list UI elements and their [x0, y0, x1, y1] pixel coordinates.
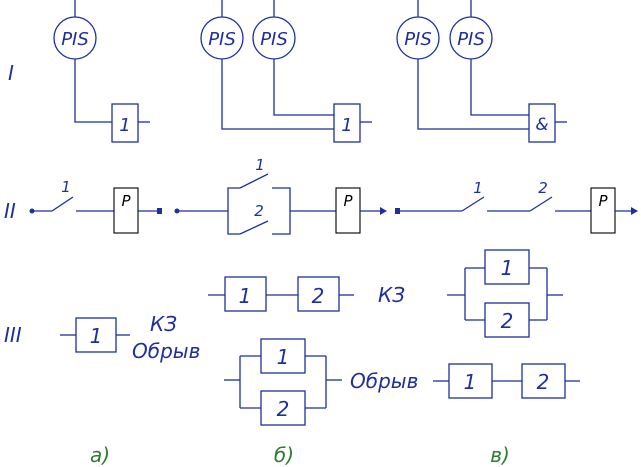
row3-col-a: 1 КЗ Обрыв	[60, 312, 200, 363]
relay-a	[113, 187, 139, 234]
switch-contact-2	[529, 196, 553, 212]
element-b-parallel-2	[260, 390, 306, 426]
column-label-b: б)	[274, 443, 294, 467]
and-gate-label: &	[535, 115, 548, 135]
switch-label: 2	[538, 179, 548, 197]
relay-c	[590, 187, 616, 234]
element-label: 1	[277, 345, 290, 369]
row2-col-a: 1 P	[29, 178, 162, 234]
row-label-2: II	[4, 199, 16, 223]
row-label-1: I	[8, 61, 14, 85]
or-gate-a	[111, 103, 139, 143]
sensor-label: PIS	[208, 29, 236, 50]
switch-label: 1	[61, 178, 71, 196]
element-c-series-1	[448, 363, 493, 399]
switch-contact-2	[239, 220, 269, 235]
element-label: 1	[464, 370, 477, 394]
element-b-series-2	[297, 276, 340, 312]
failure-short-label: КЗ	[150, 312, 177, 336]
switch-contact-1	[239, 173, 269, 189]
row2-col-b: 1 2 P	[174, 156, 387, 235]
or-gate-b	[333, 103, 361, 143]
column-label-a: а)	[90, 443, 110, 467]
failure-break-label: Обрыв	[132, 339, 200, 363]
failure-break-label: Обрыв	[350, 369, 418, 393]
switch-label: 2	[254, 202, 264, 220]
relay-label: P	[598, 192, 608, 210]
row1-col-a: PIS 1	[53, 0, 150, 143]
row3-col-b-series: 1 2	[208, 276, 354, 312]
column-label-c: в)	[490, 443, 510, 467]
sensor-label: PIS	[61, 29, 89, 50]
row3-col-b-parallel: 1 2	[224, 338, 342, 426]
row2-col-c: 1 2 P	[395, 179, 638, 234]
row3-col-c-parallel: 1 2	[447, 249, 563, 338]
row1-col-b: PIS PIS 1	[200, 0, 372, 143]
element-label: 1	[90, 324, 103, 348]
element-label: 2	[537, 370, 550, 394]
and-gate-c	[528, 103, 556, 143]
row1-col-c: PIS PIS &	[396, 0, 567, 143]
element-label: 2	[312, 284, 325, 308]
sensor-label: PIS	[404, 29, 432, 50]
row-label-3: III	[4, 323, 22, 347]
element-b-parallel-1	[260, 338, 306, 374]
element-c-parallel-1	[484, 249, 530, 285]
failure-short-label: КЗ	[378, 283, 405, 307]
relay-label: P	[343, 192, 353, 210]
element-label: 1	[501, 256, 514, 280]
sensor-label: PIS	[260, 29, 288, 50]
row3-col-c-series: 1 2	[433, 363, 580, 399]
sensor-label: PIS	[457, 29, 485, 50]
or-gate-label: 1	[119, 115, 130, 136]
element-label: 2	[501, 309, 514, 333]
switch-contact	[51, 196, 74, 212]
switch-contact-1	[461, 196, 485, 212]
element-a	[75, 317, 117, 353]
switch-label: 1	[255, 156, 265, 174]
switch-label: 1	[473, 179, 483, 197]
element-b-series-1	[224, 276, 267, 312]
element-label: 2	[277, 397, 290, 421]
element-label: 1	[239, 284, 252, 308]
relay-label: P	[121, 192, 131, 210]
or-gate-label: 1	[341, 115, 352, 136]
